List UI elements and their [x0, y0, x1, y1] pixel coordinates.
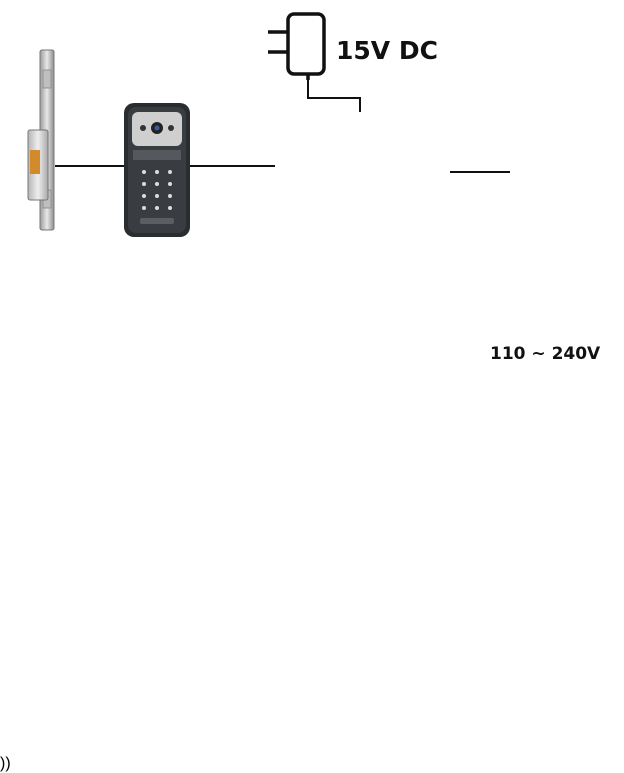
power-adapter-icon: [268, 12, 326, 80]
diagram-svg: [27, 12, 510, 237]
top-cables: [55, 76, 510, 173]
section-divider: G1G2G3G4G5G6G7G8G9● Link● PoE● Link )): [0, 36, 600, 772]
electric-strike-lock-icon: [27, 49, 55, 231]
power-voltage-label-top: 15V DC: [336, 36, 438, 65]
diagram-canvas: MonitoringTransferSettingPlaybackAt home…: [0, 12, 600, 772]
door-station-rfid-icon: )): [0, 755, 11, 772]
power-voltage-label-bottom: 110 ~ 240V: [490, 344, 601, 364]
door-station-keypad-icon: [124, 103, 190, 237]
power-cable: G1G2G3G4G5G6G7G8G9● Link● PoE● Link )): [0, 36, 600, 772]
